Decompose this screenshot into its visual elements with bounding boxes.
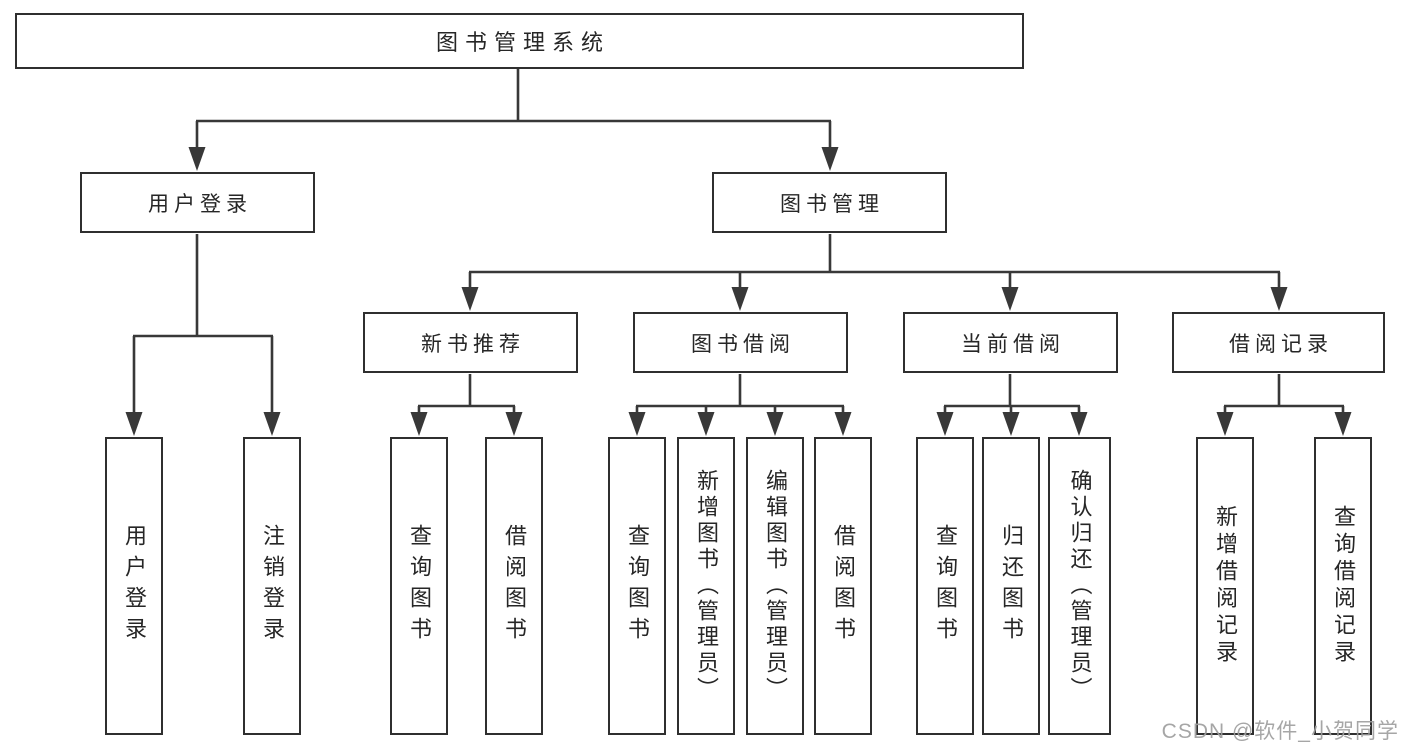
- arrowhead: [1002, 412, 1020, 436]
- node-confirm-return-admin: 确认归还（管理员）: [1048, 437, 1111, 735]
- node-borrow-books-recommend: 借阅图书: [485, 437, 543, 735]
- connector-userlogin-group: [132, 234, 274, 412]
- connector-currentborrow-group: [943, 374, 1081, 412]
- node-book-borrowing: 图书借阅: [633, 312, 848, 373]
- node-edit-book-admin: 编辑图书（管理员）: [746, 437, 804, 735]
- node-query-books-recommend: 查询图书: [390, 437, 448, 735]
- node-user-login-action: 用户登录: [105, 437, 163, 735]
- node-query-books-current: 查询图书: [916, 437, 974, 735]
- node-logout: 注销登录: [243, 437, 301, 735]
- node-borrow-books: 借阅图书: [814, 437, 872, 735]
- arrowhead: [1216, 412, 1234, 436]
- connector-root-to-level2: [195, 69, 832, 147]
- connector-bookmgmt-to-level3: [468, 234, 1281, 287]
- node-return-book: 归还图书: [982, 437, 1040, 735]
- arrowhead: [766, 412, 784, 436]
- node-add-borrow-record: 新增借阅记录: [1196, 437, 1254, 735]
- node-book-management: 图书管理: [712, 172, 947, 233]
- arrowhead: [697, 412, 715, 436]
- arrowhead: [505, 412, 523, 436]
- arrowhead: [125, 412, 143, 436]
- arrowhead: [188, 147, 206, 171]
- arrowhead: [731, 287, 749, 311]
- arrowhead: [628, 412, 646, 436]
- arrowhead: [1334, 412, 1352, 436]
- node-user-login: 用户登录: [80, 172, 315, 233]
- node-new-book-recommend: 新书推荐: [363, 312, 578, 373]
- node-query-books-borrow: 查询图书: [608, 437, 666, 735]
- node-root: 图书管理系统: [15, 13, 1024, 69]
- arrowhead: [263, 412, 281, 436]
- node-query-borrow-record: 查询借阅记录: [1314, 437, 1372, 735]
- node-current-borrowing: 当前借阅: [903, 312, 1118, 373]
- connector-newbook-group: [417, 374, 516, 412]
- connector-records-group: [1223, 374, 1345, 412]
- arrowhead: [834, 412, 852, 436]
- node-add-book-admin: 新增图书（管理员）: [677, 437, 735, 735]
- arrowhead: [1070, 412, 1088, 436]
- arrowhead: [1270, 287, 1288, 311]
- arrowhead: [461, 287, 479, 311]
- node-borrowing-records: 借阅记录: [1172, 312, 1385, 373]
- watermark: CSDN @软件_小贺同学: [1161, 720, 1399, 743]
- arrowhead: [410, 412, 428, 436]
- arrowhead: [1001, 287, 1019, 311]
- arrowhead: [821, 147, 839, 171]
- connector-bookborrow-group: [635, 374, 845, 412]
- arrowhead: [936, 412, 954, 436]
